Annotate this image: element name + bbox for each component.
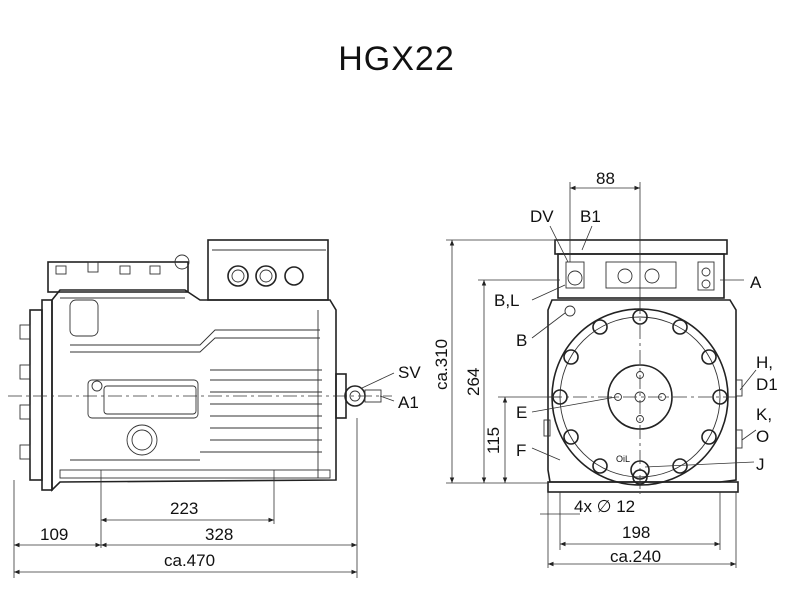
side-view-compressor <box>8 239 395 492</box>
dim-109: 109 <box>40 525 68 544</box>
label-a1: A1 <box>398 393 419 412</box>
label-k: K, <box>756 405 772 424</box>
dim-198: 198 <box>622 523 650 542</box>
label-e: E <box>516 403 527 422</box>
end-view-compressor <box>531 225 757 494</box>
dim-ca240: ca.240 <box>610 547 661 566</box>
label-d1: D1 <box>756 375 778 394</box>
label-a: A <box>750 273 762 292</box>
dim-88: 88 <box>596 169 615 188</box>
dim-223: 223 <box>170 499 198 518</box>
right-dimension-lines <box>446 182 737 568</box>
dim-4x-holes: 4x ∅ 12 <box>574 497 635 516</box>
label-oil: OiL <box>616 454 630 464</box>
label-sv: SV <box>398 363 421 382</box>
dim-264: 264 <box>464 368 483 396</box>
drawing-title: HGX22 <box>338 40 455 78</box>
label-b1: B1 <box>580 207 601 226</box>
label-h: H, <box>756 353 773 372</box>
dim-328: 328 <box>205 525 233 544</box>
label-bl: B,L <box>494 291 520 310</box>
label-f: F <box>516 441 526 460</box>
dim-ca470: ca.470 <box>164 551 215 570</box>
dim-ca310: ca.310 <box>432 339 451 390</box>
label-o: O <box>756 427 769 446</box>
dim-115: 115 <box>484 427 503 454</box>
left-dimension-lines <box>13 418 358 578</box>
label-dv: DV <box>530 207 554 226</box>
label-j: J <box>756 455 765 474</box>
label-b: B <box>516 331 527 350</box>
